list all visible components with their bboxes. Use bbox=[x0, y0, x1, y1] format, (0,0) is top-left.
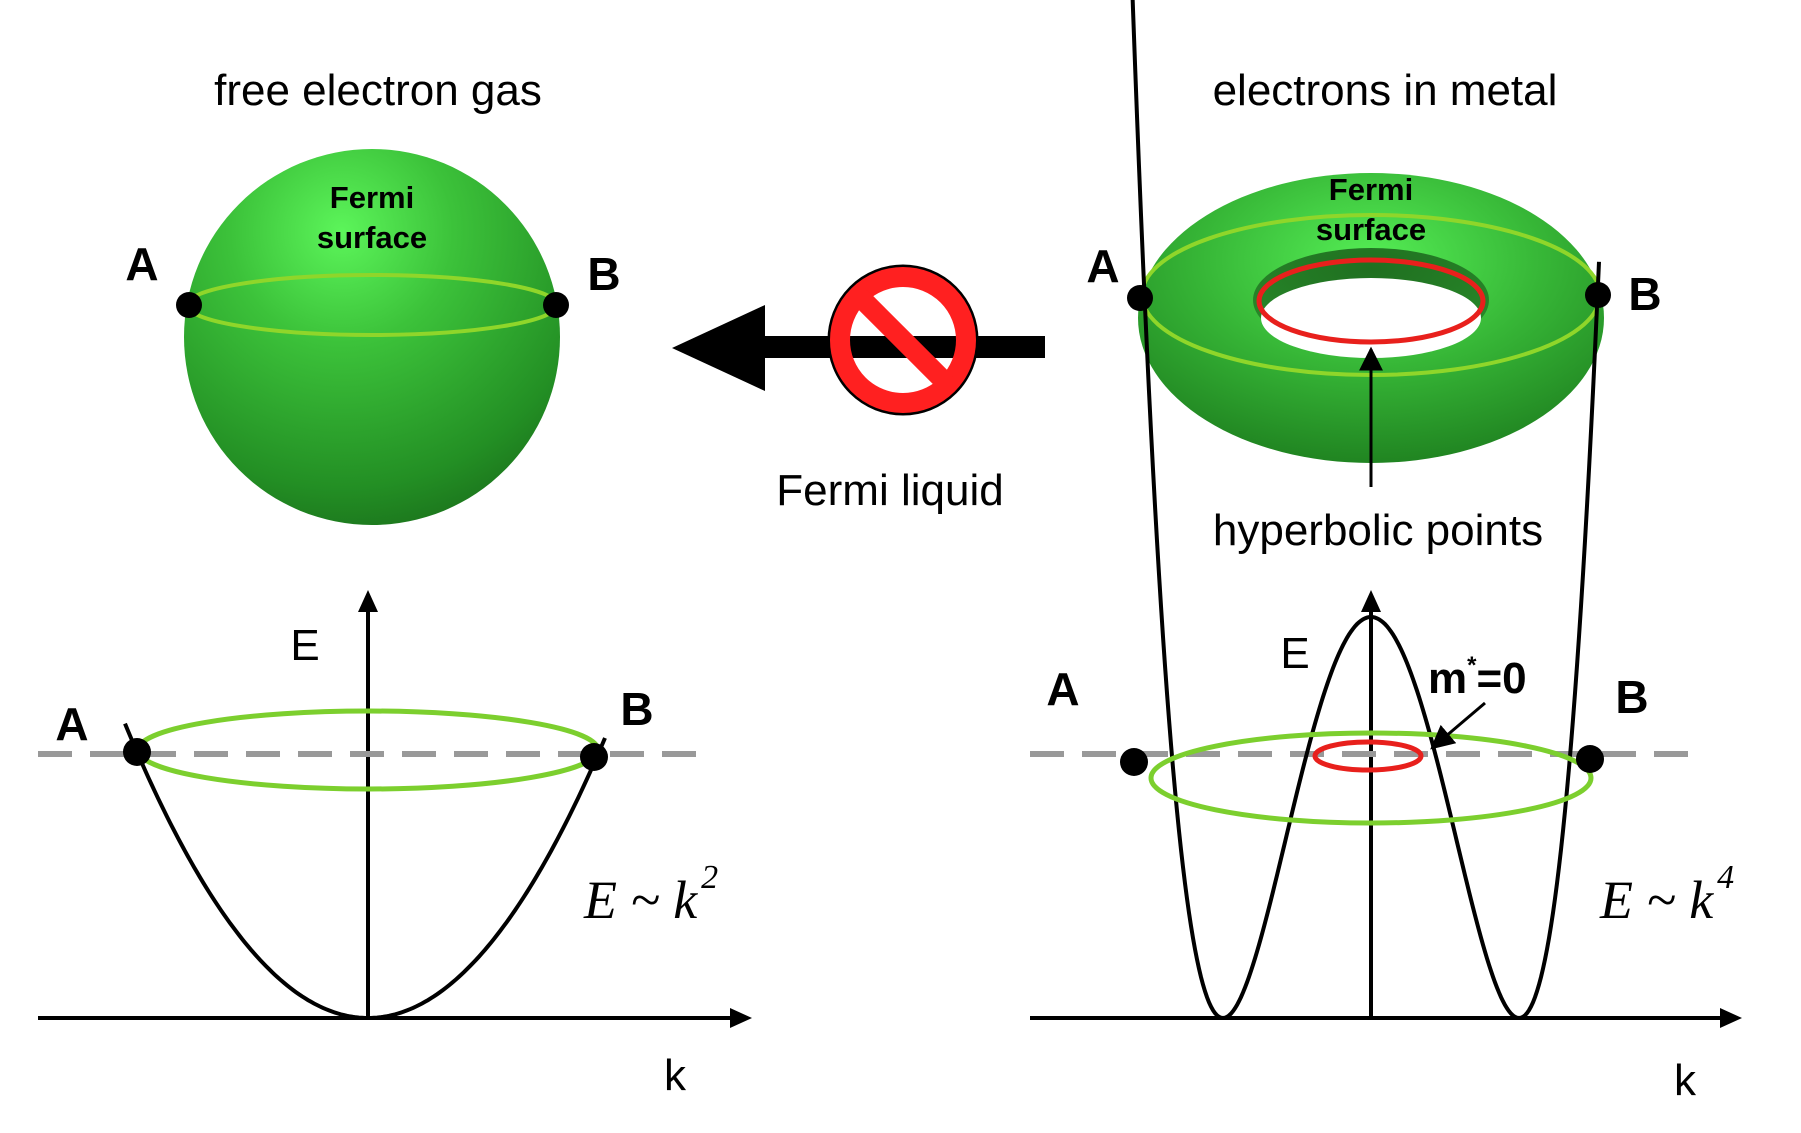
hyperbolic-label: hyperbolic points bbox=[1213, 506, 1543, 555]
left-parabola-curve bbox=[123, 722, 607, 1020]
prohibited-icon bbox=[827, 264, 979, 416]
torus-label-a: A bbox=[1086, 240, 1119, 292]
right-relation-exp: 4 bbox=[1717, 859, 1734, 896]
left-e-arrowhead bbox=[358, 590, 378, 612]
mass-label-m: m bbox=[1428, 654, 1467, 703]
left-k-arrowhead bbox=[730, 1008, 752, 1028]
right-point-b bbox=[1576, 745, 1604, 773]
torus-label-b: B bbox=[1628, 268, 1661, 320]
left-point-a bbox=[123, 738, 151, 766]
right-relation-base: E ~ k bbox=[1599, 870, 1714, 930]
torus-point-a bbox=[1127, 285, 1153, 311]
mass-label-value: =0 bbox=[1476, 654, 1526, 703]
torus-surface-label-1: Fermi bbox=[1329, 172, 1413, 207]
sphere-point-b bbox=[543, 292, 569, 318]
left-plot-label-b: B bbox=[620, 683, 653, 735]
sphere-surface-label-2: surface bbox=[317, 220, 427, 255]
right-plot-label-a: A bbox=[1046, 663, 1079, 715]
mass-pointer bbox=[1430, 701, 1486, 750]
arrow-head bbox=[672, 305, 765, 391]
right-axis-k-label: k bbox=[1674, 1056, 1697, 1105]
left-relation-exp: 2 bbox=[701, 859, 718, 896]
left-relation-base: E ~ k bbox=[583, 870, 698, 930]
left-plot-label-a: A bbox=[55, 698, 88, 750]
right-fermi-orbit bbox=[1148, 730, 1594, 826]
left-axis-k-label: k bbox=[664, 1051, 687, 1100]
right-k-arrowhead bbox=[1720, 1008, 1742, 1028]
right-hyperbolic-orbit bbox=[1312, 739, 1424, 773]
right-e-arrowhead bbox=[1361, 590, 1381, 612]
left-axis-e-label: E bbox=[290, 621, 319, 670]
right-point-a bbox=[1120, 748, 1148, 776]
right-quartic-curve bbox=[1130, 0, 1601, 1021]
mass-label: m*=0 bbox=[1428, 652, 1527, 703]
right-axis-e-label: E bbox=[1280, 629, 1309, 678]
sphere-label-a: A bbox=[125, 238, 158, 290]
torus-surface-label-2: surface bbox=[1316, 212, 1426, 247]
hyperbolic-orbit bbox=[1256, 257, 1486, 345]
right-title: electrons in metal bbox=[1213, 66, 1558, 115]
left-point-b bbox=[580, 743, 608, 771]
fermi-liquid-label: Fermi liquid bbox=[776, 466, 1003, 515]
sphere-point-a bbox=[176, 292, 202, 318]
forbidden-arrow bbox=[672, 264, 1045, 416]
sphere-surface-label-1: Fermi bbox=[330, 180, 414, 215]
mass-label-star: * bbox=[1467, 652, 1477, 679]
sphere-label-b: B bbox=[587, 248, 620, 300]
right-plot-label-b: B bbox=[1615, 671, 1648, 723]
left-dispersion-plot bbox=[38, 590, 752, 1028]
left-title: free electron gas bbox=[214, 66, 542, 115]
right-dispersion-plot bbox=[1030, 0, 1742, 1028]
